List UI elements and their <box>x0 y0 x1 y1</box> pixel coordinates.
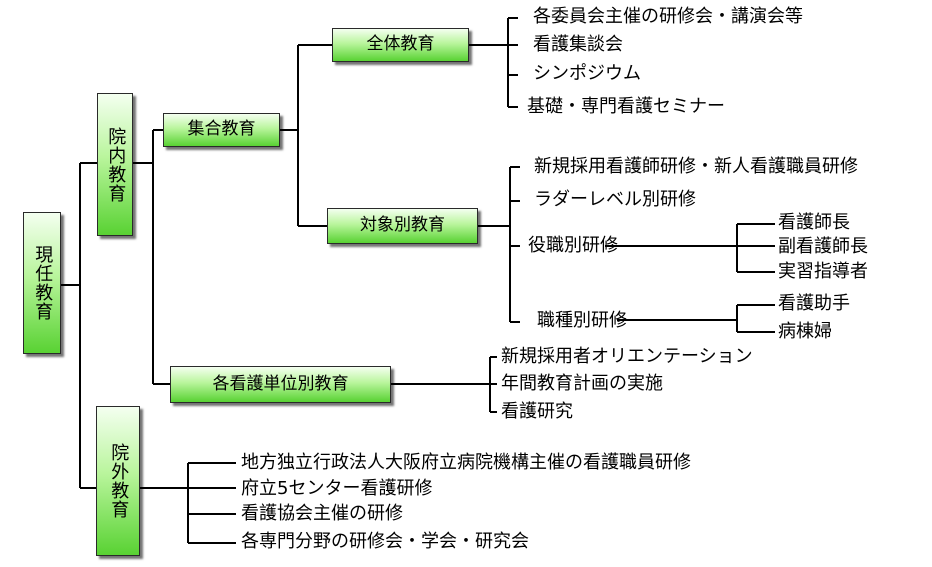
node-shugo-kyoiku: 集合教育 <box>163 113 280 147</box>
ingai-item: 府立5センター看護研修 <box>241 478 433 499</box>
node-kango-tani-kyoiku: 各看護単位別教育 <box>170 366 391 403</box>
node-genin-kyoiku: 現任教育 <box>23 212 61 354</box>
tani-item: 新規採用者オリエンテーション <box>501 346 753 367</box>
ingai-item: 各専門分野の研修会・学会・研究会 <box>241 531 529 552</box>
zentai-item: 各委員会主催の研修会・講演会等 <box>533 6 803 27</box>
node-ingai-kyoiku: 院外教育 <box>96 406 140 556</box>
ingai-item: 看護協会主催の研修 <box>241 503 403 524</box>
shokushu-item: 看護助手 <box>778 293 850 314</box>
tani-item: 年間教育計画の実施 <box>501 373 663 394</box>
node-innai-kyoiku: 院内教育 <box>97 93 133 236</box>
tani-item: 看護研究 <box>501 401 573 422</box>
shokushu-label: 職種別研修 <box>537 310 627 331</box>
taisho-item: 新規採用看護師研修・新人看護職員研修 <box>534 156 858 177</box>
yakushoku-item: 実習指導者 <box>778 261 868 282</box>
yakushoku-item: 副看護師長 <box>778 236 868 257</box>
shokushu-item: 病棟婦 <box>778 321 832 342</box>
node-taishobetsu-kyoiku: 対象別教育 <box>327 208 478 244</box>
zentai-item: 看護集談会 <box>533 34 623 55</box>
ingai-item: 地方独立行政法人大阪府立病院機構主催の看護職員研修 <box>241 452 691 473</box>
node-zentai-kyoiku: 全体教育 <box>332 28 469 62</box>
zentai-item: シンポジウム <box>533 63 641 84</box>
yakushoku-item: 看護師長 <box>778 212 850 233</box>
yakushoku-label: 役職別研修 <box>528 235 618 256</box>
taisho-item: ラダーレベル別研修 <box>534 189 696 210</box>
zentai-item: 基礎・専門看護セミナー <box>527 96 725 117</box>
